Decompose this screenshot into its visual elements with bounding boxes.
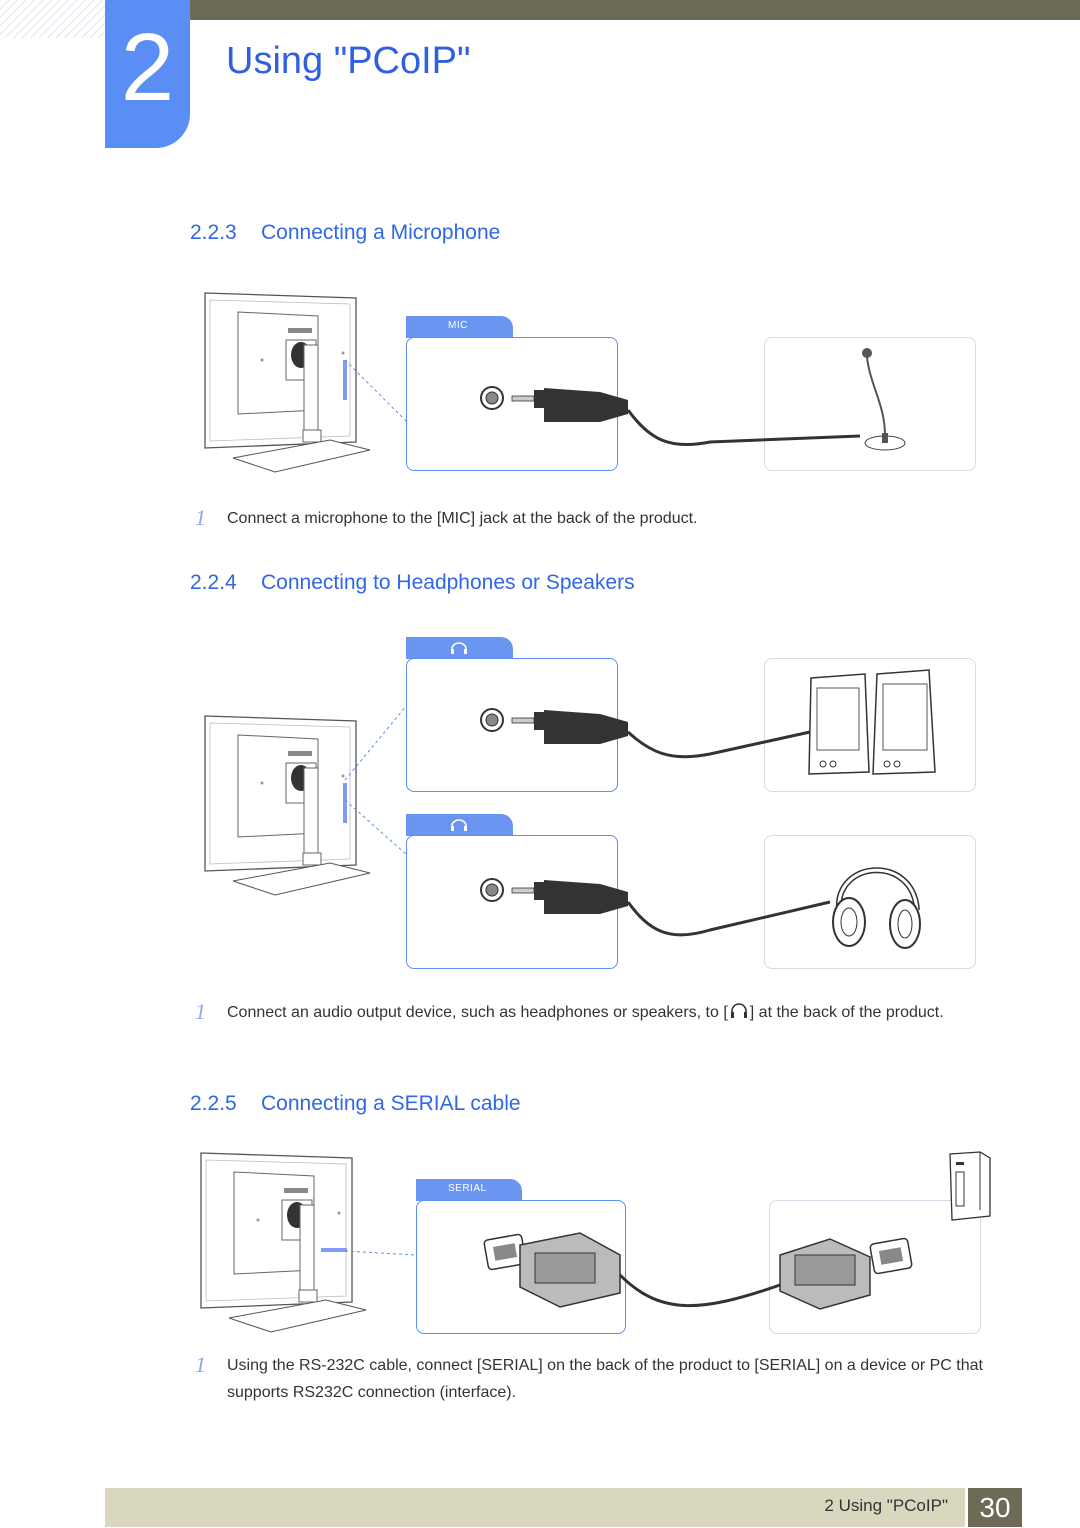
- headphone-port-icon: [451, 819, 467, 831]
- chapter-number-badge: 2: [105, 0, 190, 148]
- audio-jack-illustration: [480, 878, 831, 937]
- footer-bar: [105, 1488, 965, 1527]
- section-title: Connecting a Microphone: [261, 221, 501, 244]
- port-tab-mic: MIC: [406, 316, 513, 338]
- microphone-illustration: [862, 348, 906, 451]
- chapter-title: Using "PCoIP": [226, 40, 471, 82]
- audio-jack-illustration: [480, 708, 811, 759]
- speakers-illustration: [808, 669, 936, 775]
- section-heading-serial: 2.2.5 Connecting a SERIAL cable: [190, 1092, 521, 1116]
- connector-guide-line: [344, 359, 408, 423]
- port-tab-serial: SERIAL: [416, 1179, 522, 1201]
- port-tab-headphone-2: [406, 814, 513, 836]
- monitor-back-illustration: [200, 1152, 367, 1333]
- step-text-before: Connect an audio output device, such as …: [227, 1004, 728, 1021]
- step-number: 1: [195, 1352, 206, 1377]
- monitor-back-illustration: [204, 715, 371, 896]
- pc-tower-illustration: [949, 1151, 991, 1221]
- header-hatch: [0, 0, 105, 38]
- headphones-illustration: [832, 867, 921, 949]
- section-heading-microphone: 2.2.3 Connecting a Microphone: [190, 221, 500, 245]
- step-text: Connect an audio output device, such as …: [227, 999, 1002, 1026]
- headphone-port-icon: [730, 1002, 747, 1018]
- header-bar: [190, 0, 1080, 20]
- section-title: Connecting a SERIAL cable: [261, 1092, 521, 1115]
- headphone-port-icon: [451, 642, 467, 654]
- device-panel-mic: [764, 337, 976, 471]
- section-title: Connecting to Headphones or Speakers: [261, 571, 635, 594]
- section-number: 2.2.5: [190, 1092, 237, 1115]
- page-number: 30: [968, 1488, 1022, 1527]
- serial-connector-illustration: [483, 1232, 913, 1310]
- device-panel-headphones: [764, 835, 976, 969]
- step-text: Connect a microphone to the [MIC] jack a…: [227, 510, 698, 527]
- audio-jack-illustration: [480, 386, 861, 447]
- port-tab-headphone: [406, 637, 513, 659]
- footer-label: 2 Using "PCoIP": [824, 1496, 948, 1515]
- step-number: 1: [195, 505, 206, 530]
- monitor-back-illustration: [204, 292, 371, 473]
- device-panel-speakers: [764, 658, 976, 792]
- step-number: 1: [195, 999, 206, 1024]
- section-number: 2.2.4: [190, 571, 237, 594]
- step-text-after: ] at the back of the product.: [749, 1004, 944, 1021]
- step-text: Using the RS-232C cable, connect [SERIAL…: [227, 1357, 983, 1401]
- connector-guide-line: [344, 704, 408, 856]
- section-heading-headphones: 2.2.4 Connecting to Headphones or Speaker…: [190, 571, 635, 595]
- connector-guide-line: [344, 1250, 416, 1256]
- section-number: 2.2.3: [190, 221, 237, 244]
